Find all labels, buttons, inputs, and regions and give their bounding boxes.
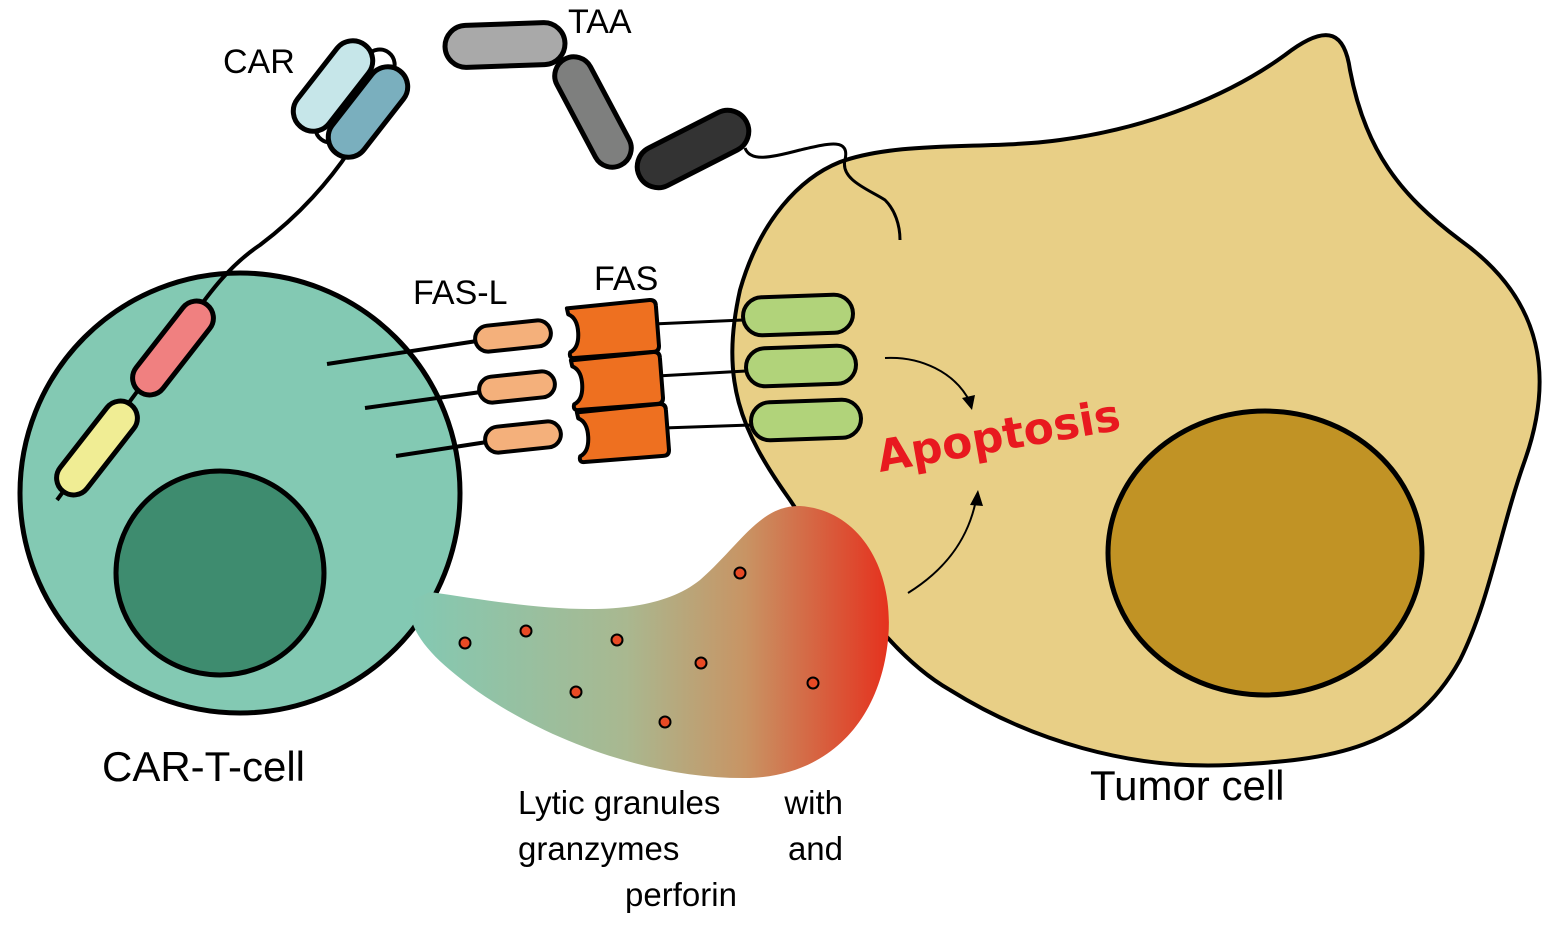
fas-intracellular-domain	[744, 343, 858, 389]
fas-receptor	[574, 402, 671, 465]
label-lytic-1b: with	[783, 784, 843, 821]
taa-antigen	[442, 20, 902, 241]
fas-stalk	[652, 318, 744, 326]
fas-pair	[395, 397, 863, 465]
fas-fasl-pairs	[326, 292, 863, 465]
fas-stalk	[656, 369, 747, 378]
granule-dot	[610, 633, 624, 647]
label-lytic-2a: granzymes	[518, 830, 679, 867]
taa-domain-light	[442, 20, 568, 70]
label-car-t-cell: CAR-T-cell	[102, 743, 305, 790]
arrowhead-icon	[970, 490, 983, 506]
lytic-granules	[410, 505, 889, 779]
granule-dot	[694, 656, 708, 670]
tumor-nucleus	[1105, 408, 1425, 698]
label-lytic-3: perforin	[625, 876, 737, 913]
fas-intracellular-domain	[741, 292, 855, 338]
label-tumor-cell: Tumor cell	[1090, 762, 1284, 809]
taa-domain-dark	[634, 107, 752, 191]
granule-dot	[519, 624, 533, 638]
label-lytic-1a: Lytic granules	[518, 784, 720, 821]
granule-dot	[658, 715, 672, 729]
car-transmembrane-line	[55, 148, 352, 502]
arrow-from-granules	[907, 499, 977, 594]
label-car: CAR	[223, 43, 295, 81]
car-scfv-dark	[325, 64, 411, 160]
costim-domain-yellow	[54, 398, 140, 498]
label-lytic-2b: and	[788, 830, 843, 867]
fas-receptor	[568, 350, 665, 413]
fas-l-ligand	[473, 318, 553, 354]
fas-pair	[326, 292, 855, 366]
fas-pair	[364, 343, 858, 413]
granule-dot	[569, 685, 583, 699]
arrowhead-icon	[962, 395, 975, 410]
fas-intracellular-domain	[749, 397, 863, 443]
fas-l-stalk	[326, 339, 478, 366]
label-fas-l: FAS-L	[413, 274, 507, 312]
lytic-granule-cloud	[410, 505, 889, 779]
tumor-cell	[730, 33, 1542, 768]
granule-dot	[733, 566, 747, 580]
label-fas: FAS	[594, 260, 658, 298]
granule-dot	[806, 676, 820, 690]
taa-tether	[743, 142, 902, 241]
arrow-from-fas	[884, 356, 971, 403]
fas-stalk	[662, 423, 752, 430]
fas-l-ligand	[483, 419, 563, 455]
fas-l-ligand	[477, 369, 557, 405]
costim-domain-red	[130, 298, 216, 398]
label-taa: TAA	[568, 3, 632, 41]
car-t-cell	[17, 270, 463, 716]
fas-l-stalk	[395, 440, 488, 458]
fas-receptor	[564, 298, 661, 361]
apoptosis-arrows	[884, 356, 983, 594]
taa-domain-mid	[552, 54, 634, 170]
fas-l-stalk	[364, 390, 482, 410]
car-t-nucleus	[113, 468, 327, 678]
car-scfv-light	[290, 38, 376, 134]
granule-dot	[458, 636, 472, 650]
car-receptor	[54, 38, 411, 502]
